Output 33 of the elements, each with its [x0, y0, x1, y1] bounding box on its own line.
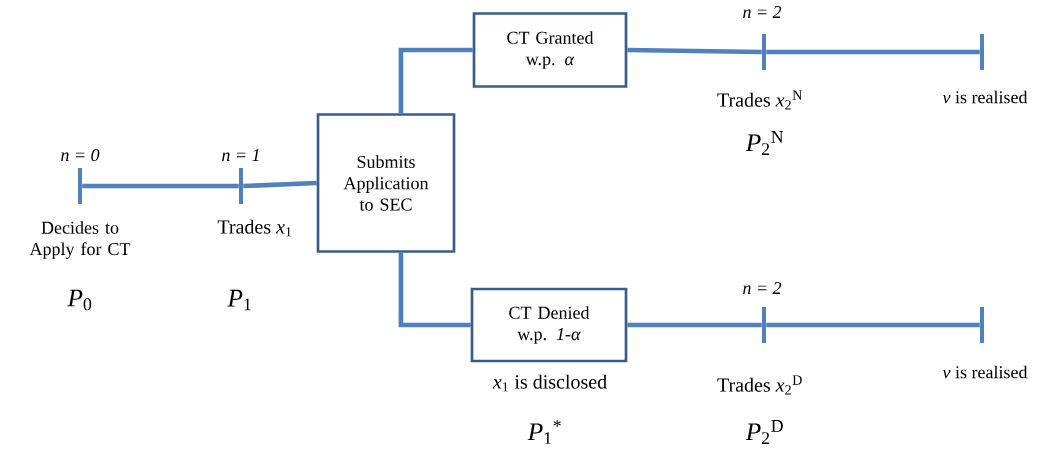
price-label: P$_{2}$D [745, 420, 783, 444]
tick-mark [762, 307, 766, 343]
event-label: x$_{1}$ is disclosed [492, 374, 607, 392]
connector-line [82, 183, 239, 189]
event-label: v is realised [942, 90, 1028, 104]
tick-mark [980, 307, 984, 343]
stage-label: n = 2 [743, 282, 782, 294]
tick-mark [78, 168, 82, 204]
connector-line [398, 47, 473, 114]
price-label: P$_{2}$N [745, 131, 784, 155]
connector-line [766, 322, 980, 328]
price-label: P$_{0}$ [67, 289, 92, 311]
event-label: Trades x$_{1}$ [217, 219, 292, 237]
stage-label: n = 0 [61, 148, 100, 162]
price-label: P$_{1}$ [227, 289, 251, 311]
event-label: Trades x$_{2}$D [717, 375, 802, 395]
event-label: Trades x$_{2}$N [717, 90, 802, 110]
stage-label: n = 1 [222, 149, 259, 161]
event-label: v is realised [942, 365, 1028, 379]
process-box: Submits Application to SEC [316, 113, 456, 253]
tick-mark [239, 168, 243, 204]
process-box: CT Denied w.p. 1-α [470, 287, 628, 363]
connector-line [627, 322, 762, 328]
connector-line [627, 47, 762, 55]
connector-line [766, 49, 980, 55]
tick-mark [980, 34, 984, 70]
process-box: CT Granted w.p. α [472, 12, 628, 88]
stage-label: n = 2 [743, 6, 782, 18]
price-label: P$_{1}$* [527, 420, 561, 444]
connector-line [243, 180, 317, 189]
connector-line [398, 252, 471, 328]
tick-mark [762, 34, 766, 70]
event-label: Decides to Apply for CT [29, 221, 131, 259]
